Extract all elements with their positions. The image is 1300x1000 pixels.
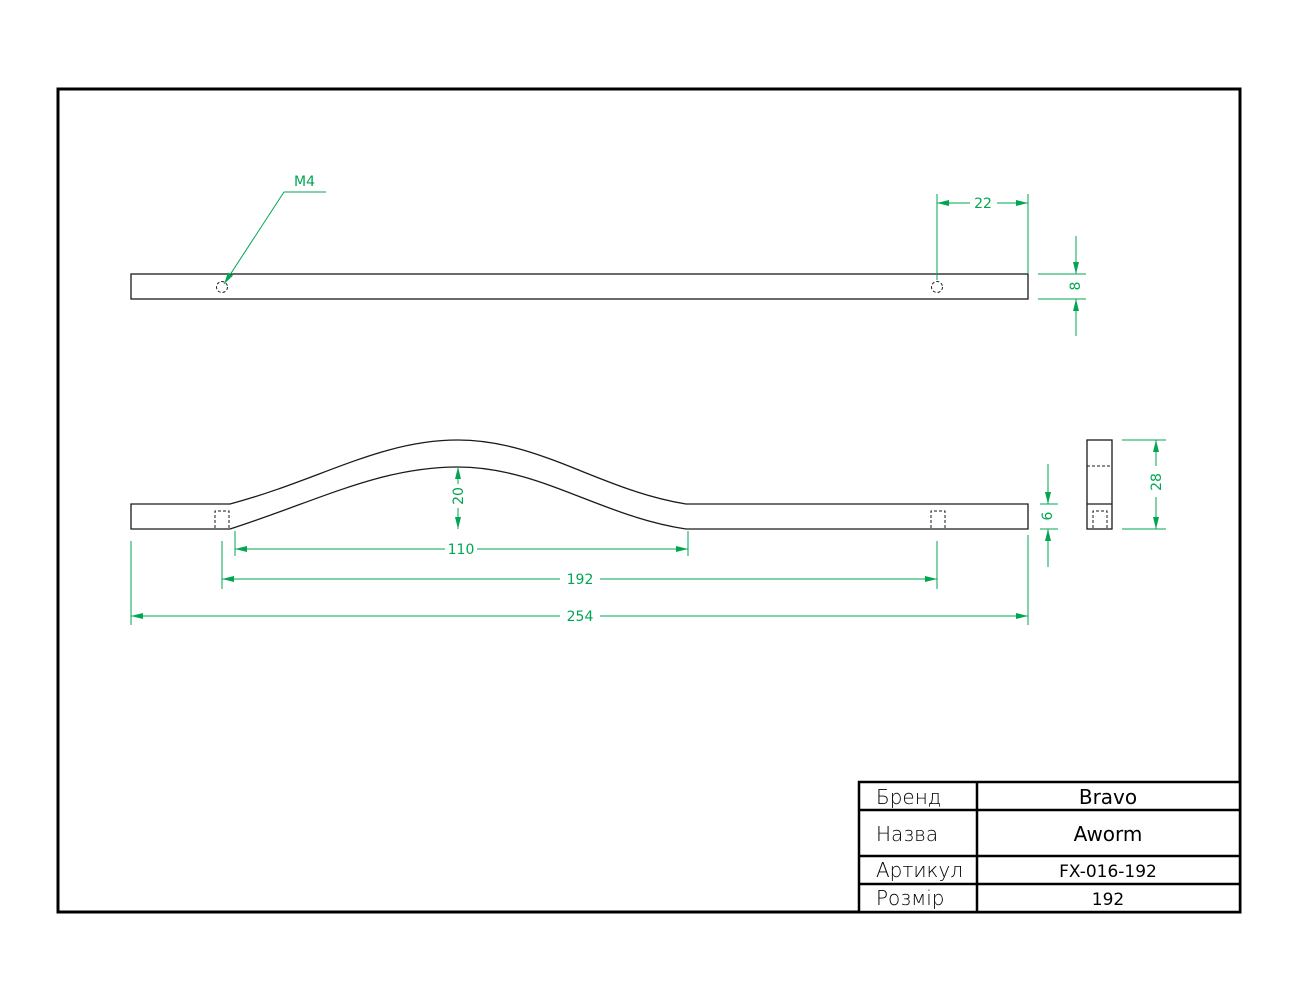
dimension-end-thickness: 6: [1040, 464, 1058, 567]
dimension-bend-length: 110: [234, 531, 689, 558]
size-value: 192: [1092, 890, 1124, 910]
dim-label-6: 6: [1040, 511, 1056, 520]
title-block-frame: [857, 780, 1242, 914]
article-label: Артикул: [876, 858, 963, 882]
name-label: Назва: [876, 822, 938, 846]
dim-label-110: 110: [448, 542, 475, 558]
dim-label-254: 254: [567, 609, 594, 625]
dim-label-28: 28: [1149, 473, 1165, 491]
dimension-hole-spacing: 192: [221, 541, 938, 589]
dim-label-8: 8: [1068, 282, 1084, 291]
side-view: 28: [1086, 439, 1166, 530]
top-view: M4 22 8: [130, 174, 1086, 336]
dim-label-20: 20: [451, 487, 467, 505]
size-label: Розмір: [876, 886, 944, 910]
brand-value: Bravo: [1079, 785, 1137, 809]
top-view-bar: [130, 273, 1029, 300]
brand-label: Бренд: [876, 785, 941, 809]
drawing-frame: [56, 87, 1242, 914]
article-value: FX-016-192: [1059, 862, 1157, 882]
dimension-overall-length: 254: [130, 535, 1029, 625]
side-hidden-hole: [1092, 510, 1108, 528]
hidden-hole-right: [930, 510, 946, 528]
handle-profile: [130, 439, 1029, 530]
mounting-hole-right: [931, 281, 943, 293]
dimension-overall-height: 28: [1122, 439, 1166, 530]
dim-label-22: 22: [974, 196, 992, 212]
dimension-bar-thickness: 8: [1038, 236, 1086, 336]
thread-leader: M4: [223, 174, 326, 285]
thread-label: M4: [294, 174, 315, 190]
mounting-hole-left: [216, 281, 228, 293]
front-view: 20 110 192 254: [130, 439, 1058, 625]
dimension-bend-height: 20: [451, 467, 467, 529]
dim-label-192: 192: [567, 572, 594, 588]
dimension-hole-offset: 22: [936, 194, 1029, 280]
side-view-profile: [1086, 439, 1113, 530]
name-value: Aworm: [1074, 822, 1143, 846]
hidden-hole-left: [214, 510, 230, 528]
title-block: Бренд Bravo Назва Aworm Артикул FX-016-1…: [857, 780, 1242, 914]
